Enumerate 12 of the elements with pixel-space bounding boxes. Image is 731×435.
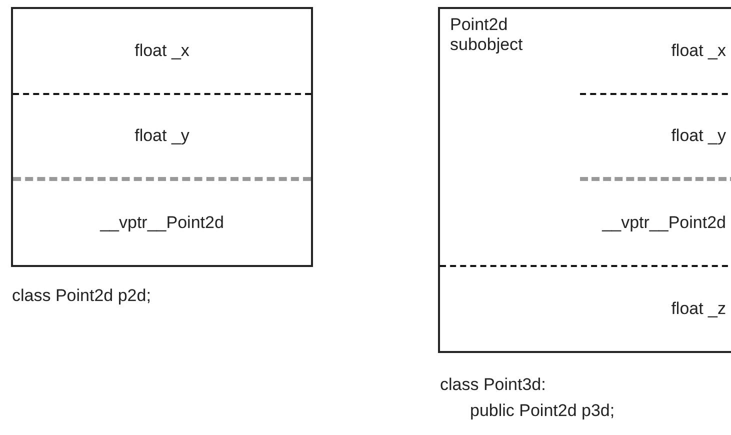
member-name: float _y bbox=[671, 126, 726, 146]
member-name: float _x bbox=[134, 41, 190, 61]
member-name: __vptr__Point2d bbox=[100, 213, 224, 233]
member-name: float _z bbox=[671, 299, 726, 319]
member-name: float _x bbox=[671, 41, 726, 61]
memory-layout-box bbox=[11, 7, 313, 267]
declaration-caption: class Point2d p2d; bbox=[12, 285, 151, 307]
member-name: __vptr__Point2d bbox=[602, 213, 726, 233]
memory-layout-box bbox=[438, 7, 731, 353]
declaration-caption: class Point3d: public Point2d p3d; bbox=[440, 374, 615, 422]
member-name: float _y bbox=[134, 126, 190, 146]
region-heading: Point2d subobject bbox=[450, 15, 524, 55]
